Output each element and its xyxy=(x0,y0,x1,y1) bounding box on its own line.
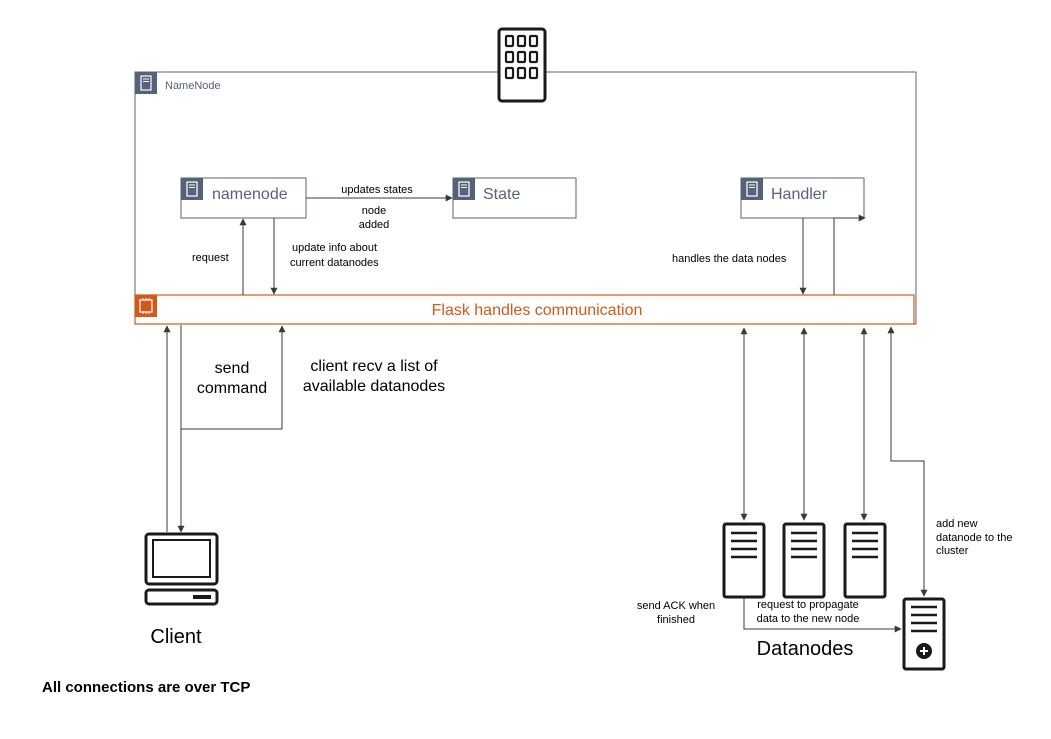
namenode-server-icon xyxy=(181,178,203,200)
edge-client-recv: client recv a list of available datanode… xyxy=(181,325,445,430)
send-command-label-2: command xyxy=(197,380,267,397)
footer-note: All connections are over TCP xyxy=(42,679,250,696)
update-info-label-2: current datanodes xyxy=(290,257,379,269)
edge-handles-data-nodes: handles the data nodes xyxy=(672,218,807,295)
node-added-label-1: node xyxy=(362,205,386,217)
edge-updates-states: updates states node added xyxy=(306,184,453,231)
add-icon xyxy=(916,643,932,659)
handler-server-icon xyxy=(741,178,763,200)
handler-component: Handler xyxy=(740,177,865,219)
client-recv-label-2: available datanodes xyxy=(303,378,445,395)
add-new-label-2: datanode to the xyxy=(936,532,1012,544)
client-recv-label-1: client recv a list of xyxy=(310,358,438,375)
flask-bar: Flask handles communication xyxy=(134,294,915,325)
edge-flask-to-handler xyxy=(833,214,866,295)
building-icon xyxy=(497,27,547,103)
propagate-label-1: request to propagate xyxy=(757,599,859,611)
chip-icon xyxy=(135,295,157,317)
edge-add-new-datanode: add new datanode to the cluster xyxy=(887,326,1012,597)
handler-label: Handler xyxy=(771,186,828,203)
datanode-server-icon-1 xyxy=(722,522,766,599)
state-label: State xyxy=(483,186,520,203)
namenode-component: namenode xyxy=(180,177,307,219)
add-new-label-3: cluster xyxy=(936,545,969,557)
request-label: request xyxy=(192,252,229,264)
datanode-server-icon-2 xyxy=(782,522,826,599)
edge-propagate: send ACK when finished request to propag… xyxy=(637,597,902,633)
namenode-label: namenode xyxy=(212,186,288,203)
handles-data-nodes-label: handles the data nodes xyxy=(672,253,787,265)
send-command-label-1: send xyxy=(215,360,250,377)
namenode-group-label: NameNode xyxy=(165,80,221,92)
state-component: State xyxy=(452,177,577,219)
client-label: Client xyxy=(150,626,202,648)
computer-icon xyxy=(144,532,219,606)
update-info-label-1: update info about xyxy=(292,242,377,254)
add-new-label-1: add new xyxy=(936,518,978,530)
datanodes-label: Datanodes xyxy=(757,638,854,660)
new-datanode-server-icon xyxy=(902,597,946,671)
propagate-label-2: data to the new node xyxy=(757,613,860,625)
node-added-label-2: added xyxy=(359,219,390,231)
edge-request: request xyxy=(192,218,247,295)
send-ack-label-2: finished xyxy=(657,614,695,626)
send-ack-label-1: send ACK when xyxy=(637,600,715,612)
state-server-icon xyxy=(453,178,475,200)
edge-update-info: update info about current datanodes xyxy=(270,218,379,295)
updates-states-label: updates states xyxy=(341,184,413,196)
namenode-group-server-icon xyxy=(135,72,157,94)
flask-label: Flask handles communication xyxy=(432,302,643,319)
datanode-server-icon-3 xyxy=(843,522,887,599)
